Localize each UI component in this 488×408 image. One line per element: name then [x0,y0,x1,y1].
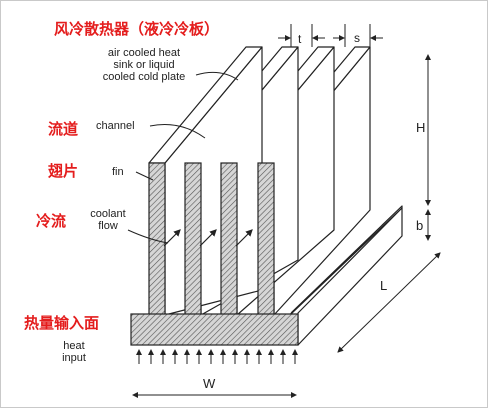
label-heat-input: heat input [52,340,96,364]
leader-coolant [127,229,169,244]
base-front [130,313,299,346]
leader-fin [135,171,154,181]
label-cn-coolant: 冷流 [36,212,67,230]
leader-sink [195,71,239,81]
label-heat-line2: input [62,352,86,364]
label-coolant: coolant flow [80,208,136,232]
flow-arrow-2 [199,229,217,247]
dim-w-label: W [203,376,216,391]
label-fin: fin [112,166,124,178]
label-cn-fin: 翅片 [48,162,79,180]
flow-arrow-3 [235,229,253,247]
label-sink-line3: cooled cold plate [102,71,186,83]
dim-b-label: b [416,218,424,233]
label-sink-line1: air cooled heat [107,47,181,59]
dim-l-label: L [380,278,388,293]
dim-s-label: s [354,31,360,45]
label-cn-channel: 流道 [48,120,79,138]
label-channel: channel [96,120,135,132]
label-coolant-line2: flow [98,220,118,232]
label-heat-line1: heat [63,340,85,352]
label-coolant-line1: coolant [90,208,126,220]
flow-arrow-1 [163,229,181,247]
fin-3-front [220,162,238,317]
label-cn-heat-input: 热量输入面 [24,314,100,332]
leader-channel [149,124,206,139]
dim-h-label: H [416,120,426,135]
label-cn-title: 风冷散热器（液冷冷板） [54,20,220,38]
fin-4-front [257,162,275,317]
dim-l-line [337,252,441,353]
dim-t-label: t [298,32,302,46]
label-sink-line2: sink or liquid [113,59,175,71]
fin-2-front [184,162,202,317]
label-sink: air cooled heat sink or liquid cooled co… [84,47,204,83]
